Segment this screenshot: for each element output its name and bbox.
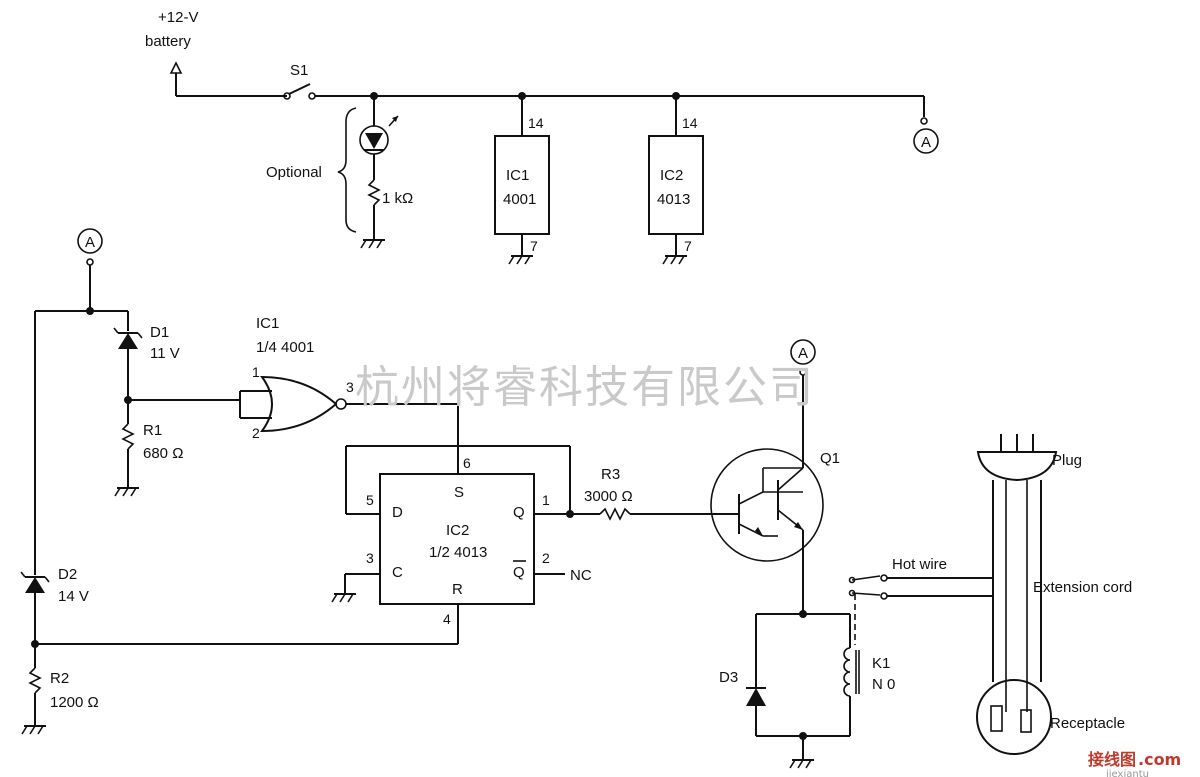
svg-text:IC2: IC2: [660, 167, 683, 184]
svg-text:jiexiantu: jiexiantu: [1105, 769, 1149, 777]
svg-text:14 V: 14 V: [58, 588, 89, 605]
ground-icon: [789, 759, 814, 769]
darlington-q1-icon: [710, 448, 824, 562]
svg-text:14: 14: [528, 115, 544, 131]
svg-text:680 Ω: 680 Ω: [143, 445, 183, 462]
svg-text:14: 14: [682, 115, 698, 131]
ground-icon: [21, 725, 46, 735]
switch-label: S1: [290, 62, 308, 79]
resistor-r2-icon: [28, 667, 42, 694]
svg-text:A: A: [921, 134, 931, 151]
svg-text:Extension cord: Extension cord: [1033, 579, 1132, 596]
svg-text:2: 2: [252, 425, 260, 441]
svg-text:3: 3: [346, 379, 354, 395]
ic1-power-box: [494, 135, 550, 235]
resistor-r3-icon: [599, 507, 631, 521]
svg-text:.com: .com: [1138, 750, 1181, 769]
svg-text:11 V: 11 V: [150, 345, 180, 362]
svg-text:A: A: [798, 345, 808, 362]
svg-text:7: 7: [684, 238, 692, 254]
svg-text:6: 6: [463, 455, 471, 471]
svg-text:2: 2: [542, 550, 550, 566]
resistor-r1-icon: [121, 423, 135, 450]
svg-text:3000 Ω: 3000 Ω: [584, 488, 633, 505]
svg-text:S: S: [454, 484, 464, 501]
svg-text:IC1: IC1: [506, 167, 529, 184]
svg-text:1: 1: [542, 492, 550, 508]
svg-text:Q: Q: [513, 564, 525, 581]
node-a-q1: A: [790, 339, 816, 365]
svg-text:C: C: [392, 564, 403, 581]
zener-d1-icon: [113, 327, 143, 349]
ground-icon: [360, 239, 385, 249]
watermark: 杭州将睿科技有限公司: [355, 362, 815, 413]
svg-text:4: 4: [443, 611, 451, 627]
svg-text:D: D: [392, 504, 403, 521]
svg-text:4013: 4013: [657, 191, 690, 208]
battery-terminal: [169, 61, 183, 96]
hot-wire-label: Hot wire: [892, 556, 947, 573]
svg-text:R1: R1: [143, 422, 162, 439]
svg-text:R2: R2: [50, 670, 69, 687]
receptacle-icon: [976, 679, 1052, 755]
svg-text:7: 7: [530, 238, 538, 254]
diode-d3-icon: [746, 687, 766, 706]
node-a-top-right: A: [913, 128, 939, 154]
corner-logo: 接线图 .com jiexiantu: [1088, 750, 1181, 777]
svg-text:Q: Q: [513, 504, 525, 521]
svg-text:1/2 4013: 1/2 4013: [429, 544, 487, 561]
svg-text:1: 1: [252, 364, 260, 380]
relay-k1-coil-icon: [843, 647, 851, 697]
led-icon: [359, 115, 399, 155]
ic2-power-box: [648, 135, 704, 235]
ground-icon: [508, 255, 533, 265]
svg-text:NC: NC: [570, 567, 592, 584]
resistor-1k-icon: [367, 179, 381, 206]
optional-label: Optional: [266, 164, 322, 181]
resistor-1k-label: 1 kΩ: [382, 190, 413, 207]
svg-text:D1: D1: [150, 324, 169, 341]
switch-s1: [283, 83, 316, 100]
svg-text:Plug: Plug: [1052, 452, 1082, 469]
zener-d2-icon: [20, 571, 50, 593]
svg-text:5: 5: [366, 492, 374, 508]
svg-text:R: R: [452, 581, 463, 598]
svg-text:D3: D3: [719, 669, 738, 686]
optional-brace: [337, 107, 357, 233]
svg-text:Receptacle: Receptacle: [1050, 715, 1125, 732]
svg-text:4001: 4001: [503, 191, 536, 208]
supply-label-2: battery: [145, 33, 191, 50]
svg-text:IC2: IC2: [446, 522, 469, 539]
svg-text:N 0: N 0: [872, 676, 895, 693]
node-a-left: A: [77, 228, 103, 254]
ground-icon: [114, 487, 139, 497]
svg-text:1200 Ω: 1200 Ω: [50, 694, 99, 711]
svg-text:Q1: Q1: [820, 450, 840, 467]
ground-icon: [662, 255, 687, 265]
svg-text:R3: R3: [601, 466, 620, 483]
ground-icon: [331, 593, 356, 603]
svg-text:A: A: [85, 234, 95, 251]
plug-icon: [976, 434, 1058, 482]
svg-text:1/4 4001: 1/4 4001: [256, 339, 314, 356]
svg-text:3: 3: [366, 550, 374, 566]
svg-text:接线图: 接线图: [1088, 750, 1136, 769]
svg-text:D2: D2: [58, 566, 77, 583]
supply-label: +12-V: [158, 9, 198, 26]
nor-gate-icon: [260, 375, 338, 433]
svg-text:K1: K1: [872, 655, 890, 672]
svg-text:IC1: IC1: [256, 315, 279, 332]
